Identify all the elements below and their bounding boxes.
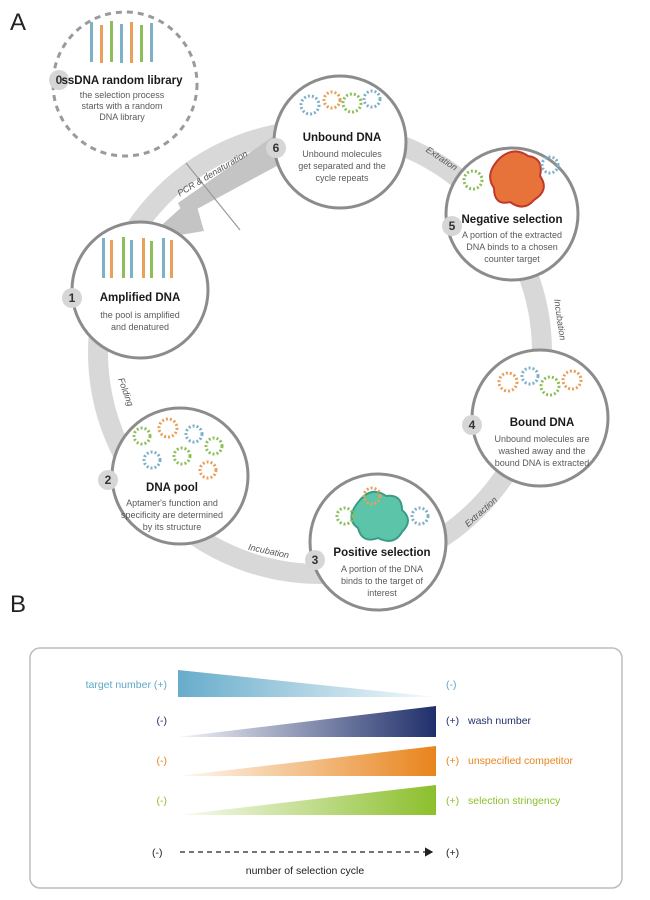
- gradient-competitor-label: unspecified competitor: [468, 755, 574, 767]
- gradient-wash-wedge: [178, 706, 436, 737]
- stage-6-line-1: Unbound molecules: [302, 149, 382, 159]
- stage-6-line-2: get separated and the: [298, 161, 386, 171]
- unbound-aptamers-icon: [299, 89, 382, 116]
- stage-3-line-1: A portion of the DNA: [341, 564, 423, 574]
- gradient-competitor-right: (+): [446, 755, 459, 767]
- stage-5-number: 5: [449, 219, 456, 233]
- stage-0-title: ssDNA random library: [62, 75, 184, 87]
- stage-1-line-1: the pool is amplified: [100, 310, 180, 320]
- stage-3-line-3: interest: [367, 588, 397, 598]
- stage-4-line-3: bound DNA is extracted: [495, 458, 590, 468]
- gradient-target-wedge: [178, 670, 436, 697]
- stage-2-title: DNA pool: [146, 482, 198, 494]
- stage-2-line-2: specificity are determined: [121, 510, 223, 520]
- stage-0-line-1: the selection process: [80, 90, 165, 100]
- stage-4-line-1: Unbound molecules are: [494, 434, 589, 444]
- label-folding: Folding: [116, 376, 135, 407]
- gradient-unspecified-competitor: (-) (+) unspecified competitor: [157, 746, 574, 776]
- bound-aptamers-negative-icon: [462, 155, 560, 191]
- gradient-target-number: target number (+) (-): [86, 670, 457, 697]
- counter-target-icon: [489, 150, 545, 208]
- axis-right-sign: (+): [446, 847, 459, 859]
- stage-5-title: Negative selection: [462, 214, 563, 226]
- gradient-stringency-label: selection stringency: [468, 795, 561, 807]
- gradient-target-left: target number (+): [86, 679, 167, 691]
- gradient-stringency-wedge: [178, 785, 436, 815]
- stage-1-line-2: and denatured: [111, 322, 169, 332]
- stage-0-line-3: DNA library: [99, 112, 145, 122]
- axis-left-sign: (-): [152, 847, 163, 859]
- stage-1-amplified-dna: 1 Amplified DNA the pool is amplified an…: [62, 220, 210, 360]
- stage-2-line-3: by its structure: [143, 522, 202, 532]
- axis-label: number of selection cycle: [246, 865, 365, 877]
- panel-letter-a: A: [10, 9, 26, 36]
- stage-0-library: 0 ssDNA random library the selection pro…: [49, 10, 199, 158]
- stage-5-negative-selection: 5 Negative selection A portion of the ex…: [442, 146, 580, 282]
- dna-strands-icon: [90, 21, 153, 63]
- gradient-selection-stringency: (-) (+) selection stringency: [157, 785, 561, 815]
- gradient-stringency-right: (+): [446, 795, 459, 807]
- stage-3-line-2: binds to the target of: [341, 576, 424, 586]
- stage-6-unbound-dna: 6 Unbound DNA Unbound molecules get sepa…: [266, 74, 408, 210]
- stage-5-line-2: DNA binds to a chosen: [466, 242, 558, 252]
- gradient-competitor-wedge: [178, 746, 436, 776]
- folded-aptamers-icon: [132, 417, 224, 480]
- selection-cycle-axis: (-) (+) number of selection cycle: [152, 847, 459, 877]
- stage-1-number: 1: [69, 291, 76, 305]
- stage-2-dna-pool: 2 DNA pool Aptamer's function and specif…: [98, 406, 250, 546]
- stage-4-line-2: washed away and the: [497, 446, 585, 456]
- gradient-stringency-left: (-): [157, 795, 168, 807]
- stage-4-bound-dna: 4 Bound DNA Unbound molecules are washed…: [462, 348, 610, 488]
- target-of-interest-icon: [350, 490, 409, 542]
- label-incubation-right: Incubation: [552, 298, 568, 341]
- stage-3-number: 3: [312, 553, 319, 567]
- stage-2-line-1: Aptamer's function and: [126, 498, 218, 508]
- amplified-strands-icon: [102, 237, 173, 278]
- gradient-competitor-left: (-): [157, 755, 168, 767]
- stage-2-number: 2: [105, 473, 112, 487]
- stage-0-line-2: starts with a random: [81, 101, 162, 111]
- gradient-target-right: (-): [446, 679, 457, 691]
- stage-4-number: 4: [469, 418, 476, 432]
- stage-4-title: Bound DNA: [510, 417, 575, 429]
- gradient-wash-label: wash number: [467, 715, 532, 727]
- stage-3-title: Positive selection: [333, 547, 430, 559]
- bound-aptamers-icon: [497, 366, 583, 397]
- stage-6-number: 6: [273, 141, 280, 155]
- bound-aptamers-positive-icon: [335, 486, 430, 526]
- stage-6-line-3: cycle repeats: [315, 173, 369, 183]
- stage-0-number: 0: [56, 73, 63, 87]
- panel-letter-b: B: [10, 591, 26, 618]
- stage-5-line-3: counter target: [484, 254, 540, 264]
- stage-3-positive-selection: 3 Positive selection A portion of the DN…: [305, 472, 448, 612]
- gradient-wash-right: (+): [446, 715, 459, 727]
- stage-6-title: Unbound DNA: [303, 132, 382, 144]
- gradient-wash-left: (-): [157, 715, 168, 727]
- stage-1-title: Amplified DNA: [100, 292, 181, 304]
- gradient-wash-number: (-) (+) wash number: [157, 706, 532, 737]
- library-connector-line: [185, 162, 241, 231]
- stage-5-line-1: A portion of the extracted: [462, 230, 562, 240]
